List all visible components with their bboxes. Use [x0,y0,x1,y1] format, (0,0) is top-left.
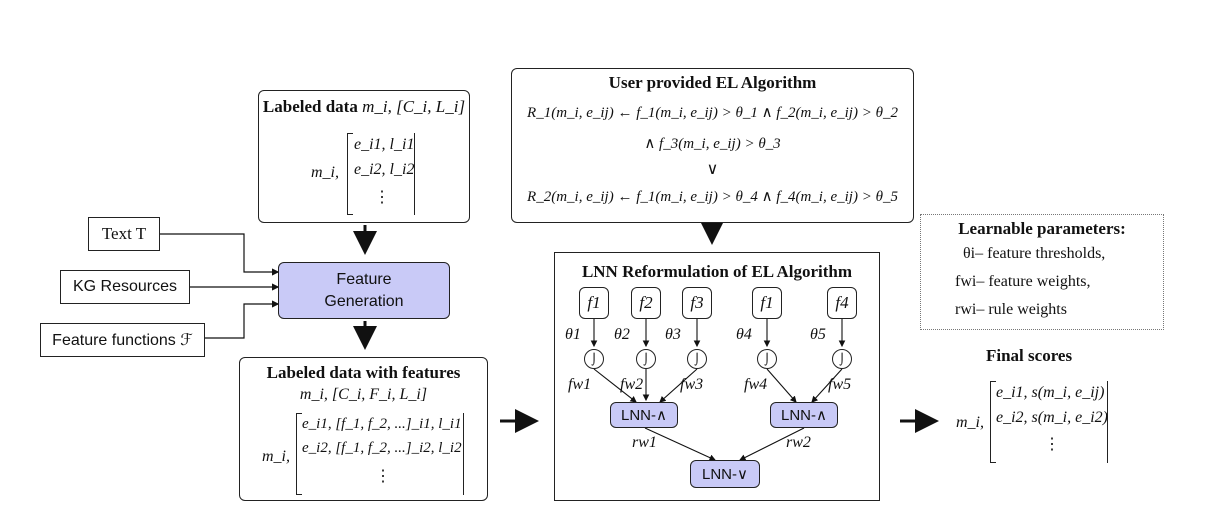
el-or-symbol: ∨ [706,161,719,178]
threshold-label: θ4 [736,326,752,343]
labeled-features-row-label: m_i, [262,448,290,465]
el-algorithm-box: User provided EL Algorithm R_1(m_i, e_ij… [511,68,914,223]
feature-generation-line1: Feature [336,270,392,288]
text-to-fg-line [160,233,280,276]
threshold-node-icon: ⌡ [636,349,656,369]
el-rule-1: R_1(m_i, e_ij) ← f_1(m_i, e_ij) > θ_1 ∧ … [527,105,898,121]
lnn-box: LNN Reformulation of EL Algorithm [554,252,880,501]
feature-node-f1-rule2: f1 [752,287,782,319]
final-scores-row: ⋮ [1044,436,1060,453]
feature-generation-box: Feature Generation [278,262,450,319]
feature-weight-label: fw2 [620,376,644,393]
labeled-features-row: e_i2, [f_1, f_2, ...]_i2, l_i2 [302,440,462,456]
ff-to-fg-line [205,300,280,339]
threshold-label: θ2 [614,326,630,343]
labeled-features-matrix [296,413,464,495]
el-rule-1-cont: ∧ f_3(m_i, e_ij) > θ_3 [644,136,781,152]
feature-node-f3: f3 [682,287,712,319]
el-algorithm-title: User provided EL Algorithm [608,73,817,92]
threshold-node-icon: ⌡ [832,349,852,369]
labeled-features-title: Labeled data with features [266,363,461,382]
lnn-or-node: LNN-∨ [690,460,760,488]
feature-node-f1: f1 [579,287,609,319]
lnn-and-node-rule1: LNN-∧ [610,402,678,428]
learnable-item: θi– feature thresholds, [963,245,1106,262]
labeled-features-box: Labeled data with features m_i, [C_i, F_… [239,357,488,501]
feature-weight-label: fw4 [744,376,768,393]
threshold-node-icon: ⌡ [584,349,604,369]
feature-node-f4: f4 [827,287,857,319]
feature-generation-line2: Generation [324,292,404,310]
labeled-data-row: ⋮ [374,189,390,206]
threshold-label: θ3 [665,326,681,343]
learnable-parameters-box: Learnable parameters: θi– feature thresh… [920,214,1164,330]
final-scores-row-label: m_i, [956,414,984,431]
feature-functions-box: Feature functions ℱ [40,323,205,357]
feature-weight-label: fw1 [568,376,592,393]
final-scores-row: e_i2, s(m_i, e_i2) [996,409,1108,426]
labeled-data-box: Labeled data m_i, [C_i, L_i] m_i, e_i1, … [258,90,470,223]
threshold-node-icon: ⌡ [757,349,777,369]
threshold-node-icon: ⌡ [687,349,707,369]
labeled-data-row: e_i1, l_i1 [354,136,415,153]
final-scores-matrix [990,381,1108,463]
labeled-features-row: e_i1, [f_1, f_2, ...]_i1, l_i1 [302,416,462,432]
labeled-data-row: e_i2, l_i2 [354,161,415,178]
learnable-title: Learnable parameters: [958,219,1126,238]
learnable-item: rwi– rule weights [955,301,1067,318]
labeled-data-title-math: m_i, [C_i, L_i] [362,97,466,116]
labeled-features-subtitle: m_i, [C_i, F_i, L_i] [299,386,428,403]
labeled-data-row-label: m_i, [311,164,339,181]
lnn-and-node-rule2: LNN-∧ [770,402,838,428]
el-rule-2: R_2(m_i, e_ij) ← f_1(m_i, e_ij) > θ_4 ∧ … [527,189,898,205]
rule-weight-label: rw1 [632,434,657,451]
feature-weight-label: fw3 [680,376,704,393]
threshold-label: θ5 [810,326,826,343]
rule-weight-label: rw2 [786,434,811,451]
labeled-data-title: Labeled data [262,97,358,116]
lnn-title: LNN Reformulation of EL Algorithm [581,262,853,281]
final-scores-title: Final scores [986,346,1073,365]
labeled-features-row: ⋮ [375,468,391,485]
text-input-box: Text T [88,217,160,251]
labeled-data-matrix [347,133,415,215]
feature-weight-label: fw5 [828,376,852,393]
threshold-label: θ1 [565,326,581,343]
kg-resources-box: KG Resources [60,270,190,304]
final-scores-row: e_i1, s(m_i, e_ij) [996,384,1105,401]
learnable-item: fwi– feature weights, [955,273,1091,290]
feature-node-f2: f2 [631,287,661,319]
